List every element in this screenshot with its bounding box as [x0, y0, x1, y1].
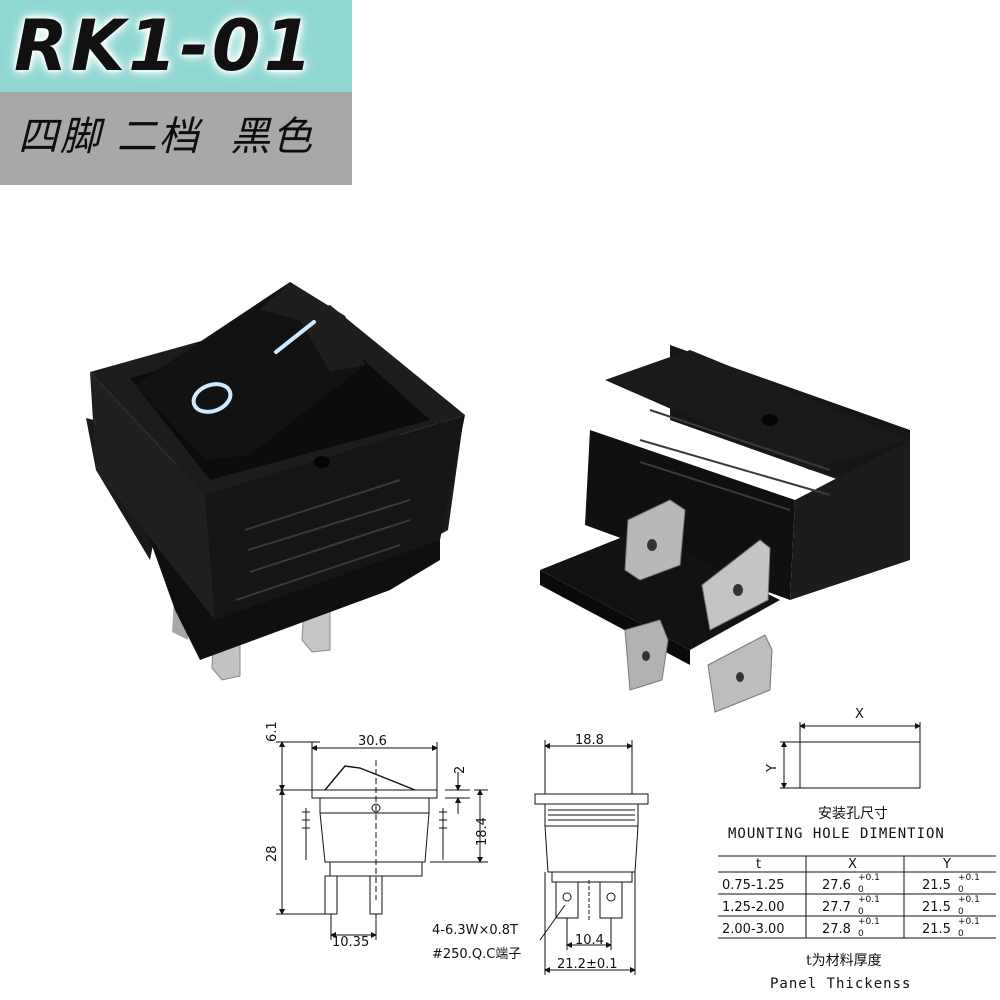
- side-view-drawing: [276, 741, 488, 940]
- dim-rocker-offset: 2: [453, 766, 468, 774]
- cell-y: 21.5: [922, 900, 951, 915]
- cell-t: 1.25-2.00: [722, 900, 785, 915]
- dim-total-height: 28: [265, 845, 280, 862]
- mount-label-x: X: [855, 707, 864, 722]
- cell-y: 21.5: [922, 922, 951, 937]
- mount-label-y: Y: [765, 764, 780, 773]
- dim-front-terminal-spacing: 10.4: [575, 933, 604, 948]
- dim-side-terminal-spacing: 10.35: [332, 935, 369, 950]
- cell-y-tol-top: +0.1: [958, 873, 980, 883]
- mount-title-cn: 安装孔尺寸: [818, 806, 888, 822]
- cell-t: 0.75-1.25: [722, 878, 785, 893]
- cell-y-tol-bot: 0: [958, 885, 964, 895]
- panel-thickness-cn: t为材料厚度: [806, 953, 882, 969]
- cell-x-tol-bot: 0: [858, 885, 864, 895]
- mounting-hole-drawing: [780, 722, 921, 789]
- dim-rocker-height: 6.1: [265, 721, 280, 742]
- terminal-note-size: 4-6.3W×0.8T: [432, 923, 518, 938]
- front-view-drawing: [534, 740, 649, 975]
- subtitle-banner: 四脚 二档 黑色: [0, 92, 352, 185]
- model-title: RK1-01: [14, 5, 316, 87]
- table-row: 0.75-1.25 27.6 +0.1 0 21.5 +0.1 0: [722, 873, 980, 895]
- cell-y: 21.5: [922, 878, 951, 893]
- table-row: 2.00-3.00 27.8 +0.1 0 21.5 +0.1 0: [722, 917, 980, 939]
- terminal-note-type: #250.Q.C端子: [432, 947, 521, 962]
- dim-front-body-width: 21.2±0.1: [557, 957, 618, 972]
- cell-y-tol-top: +0.1: [958, 895, 980, 905]
- cell-x: 27.8: [822, 922, 851, 937]
- cell-y-tol-bot: 0: [958, 907, 964, 917]
- cell-x: 27.7: [822, 900, 851, 915]
- table-header-x: X: [848, 857, 857, 872]
- cell-x-tol-top: +0.1: [858, 873, 880, 883]
- table-header-y: Y: [942, 857, 951, 872]
- cell-t: 2.00-3.00: [722, 922, 785, 937]
- model-subtitle: 四脚 二档 黑色: [18, 114, 315, 160]
- panel-thickness-en: Panel Thickenss: [770, 976, 911, 992]
- cell-x-tol-bot: 0: [858, 929, 864, 939]
- cell-y-tol-bot: 0: [958, 929, 964, 939]
- dim-side-top-width: 30.6: [358, 734, 387, 749]
- cell-x-tol-top: +0.1: [858, 895, 880, 905]
- switch-front-illustration: [86, 282, 465, 681]
- table-row: 1.25-2.00 27.7 +0.1 0 21.5 +0.1 0: [722, 895, 980, 917]
- cell-x-tol-top: +0.1: [858, 917, 880, 927]
- dim-body-height: 18.4: [475, 817, 490, 846]
- mounting-table: [718, 855, 996, 939]
- title-banner: RK1-01: [0, 0, 352, 92]
- switch-rear-illustration: [540, 345, 910, 713]
- cell-y-tol-top: +0.1: [958, 917, 980, 927]
- cell-x: 27.6: [822, 878, 851, 893]
- dim-front-top-width: 18.8: [575, 733, 604, 748]
- mount-title-en: MOUNTING HOLE DIMENTION: [728, 826, 945, 842]
- cell-x-tol-bot: 0: [858, 907, 864, 917]
- table-header-t: t: [756, 857, 761, 872]
- product-photo: [86, 282, 910, 713]
